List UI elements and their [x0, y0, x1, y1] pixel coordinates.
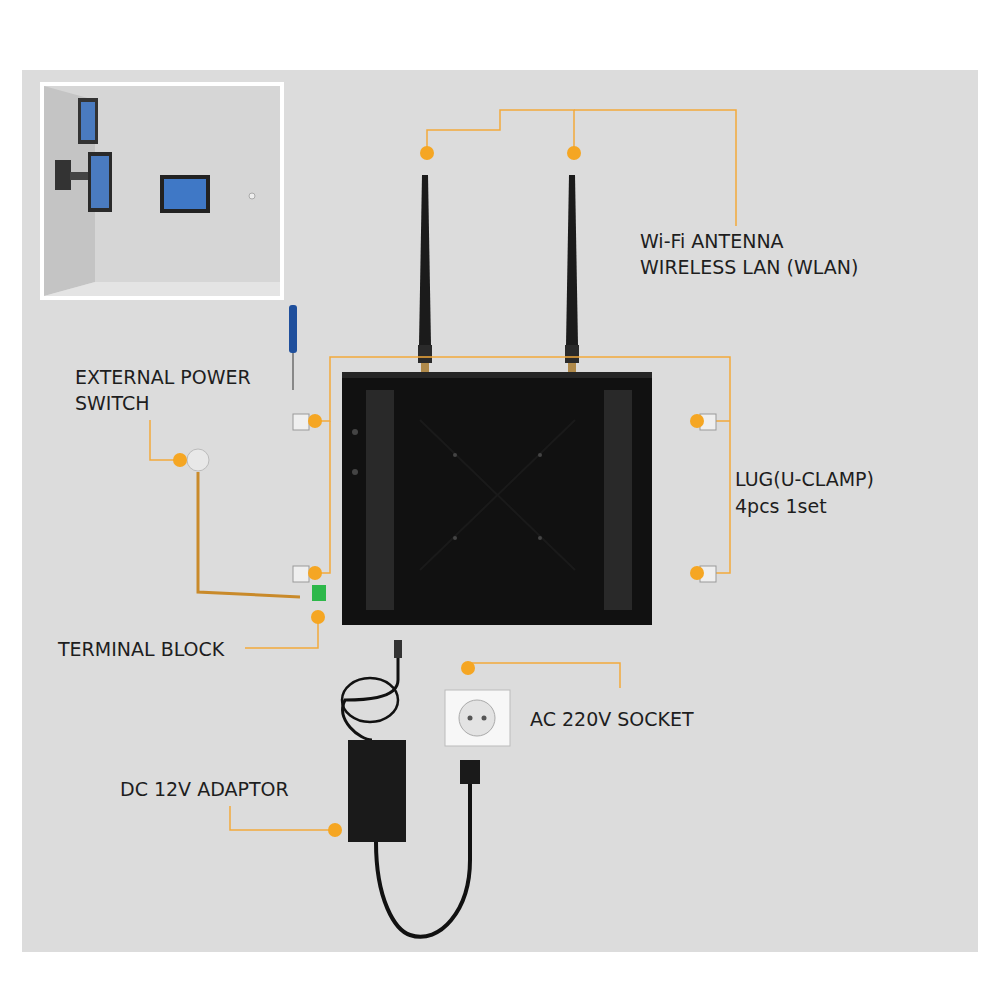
callout-label: AC 220V SOCKET — [530, 706, 694, 732]
callout-label: EXTERNAL POWER SWITCH — [75, 364, 260, 416]
callout-label: TERMINAL BLOCK — [58, 636, 224, 662]
callout-label: LUG(U-CLAMP) — [735, 466, 874, 492]
callout-label: DC 12V ADAPTOR — [120, 776, 289, 802]
callout-label: Wi-Fi ANTENNA WIRELESS LAN (WLAN) — [640, 228, 870, 280]
callout-label: 4pcs 1set — [735, 493, 827, 519]
